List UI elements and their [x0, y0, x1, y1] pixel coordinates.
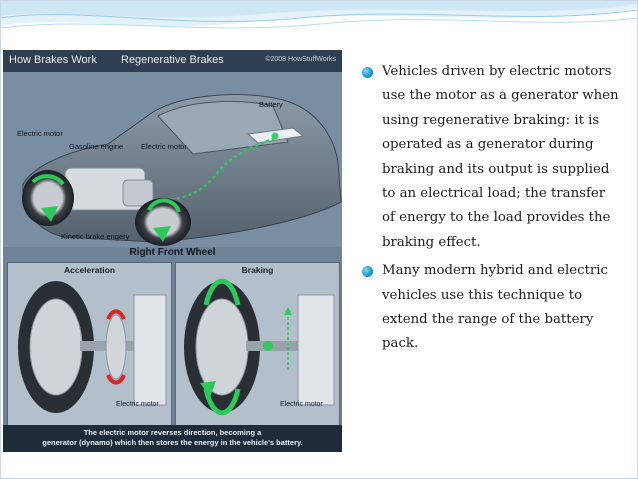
label-kinetic-brake-energy: Kinetic brake engery	[61, 232, 130, 241]
illustration-title: How Brakes Work	[9, 54, 97, 66]
acceleration-panel: Acceleration Electric motor	[7, 262, 172, 426]
label-battery: Battery	[259, 100, 283, 109]
acceleration-wheel-diagram	[18, 281, 167, 413]
bullet-item: Many modern hybrid and electric vehicles…	[360, 259, 622, 357]
wheel-section-title: Right Front Wheel	[129, 247, 216, 258]
bullet-list: Vehicles driven by electric motors use t…	[360, 60, 622, 361]
illustration-subtitle: Regenerative Brakes	[121, 54, 224, 66]
bullet-text: Many modern hybrid and electric vehicles…	[382, 263, 608, 352]
label-gasoline-engine: Gasoline engine	[69, 142, 124, 151]
illustration-header: How Brakes Work Regenerative Brakes ©200…	[3, 50, 342, 72]
braking-title: Braking	[241, 265, 274, 275]
car-diagram	[3, 72, 342, 247]
top-wave-decoration	[0, 0, 638, 29]
bullet-text: Vehicles driven by electric motors use t…	[382, 64, 619, 250]
label-electric-motor-center: Electric motor	[141, 142, 187, 151]
braking-wheel-diagram	[184, 278, 335, 416]
illustration-copyright: ©2008 HowStuffWorks	[265, 56, 336, 63]
bullet-item: Vehicles driven by electric motors use t…	[360, 60, 622, 255]
braking-panel: Braking Electric motor	[175, 262, 340, 426]
caption-line-2: generator (dynamo) which then stores the…	[42, 438, 303, 447]
illustration-caption: The electric motor reverses direction, b…	[3, 425, 342, 452]
bullet-circle-icon	[362, 266, 373, 278]
acceleration-motor-label: Electric motor	[116, 401, 159, 408]
braking-motor-label: Electric motor	[280, 401, 323, 408]
bullet-circle-icon	[362, 67, 373, 78]
caption-line-1: The electric motor reverses direction, b…	[83, 428, 262, 437]
acceleration-title: Acceleration	[63, 265, 116, 275]
label-electric-motor-left: Electric motor	[17, 129, 63, 138]
regenerative-brake-illustration: How Brakes Work Regenerative Brakes ©200…	[3, 50, 342, 452]
